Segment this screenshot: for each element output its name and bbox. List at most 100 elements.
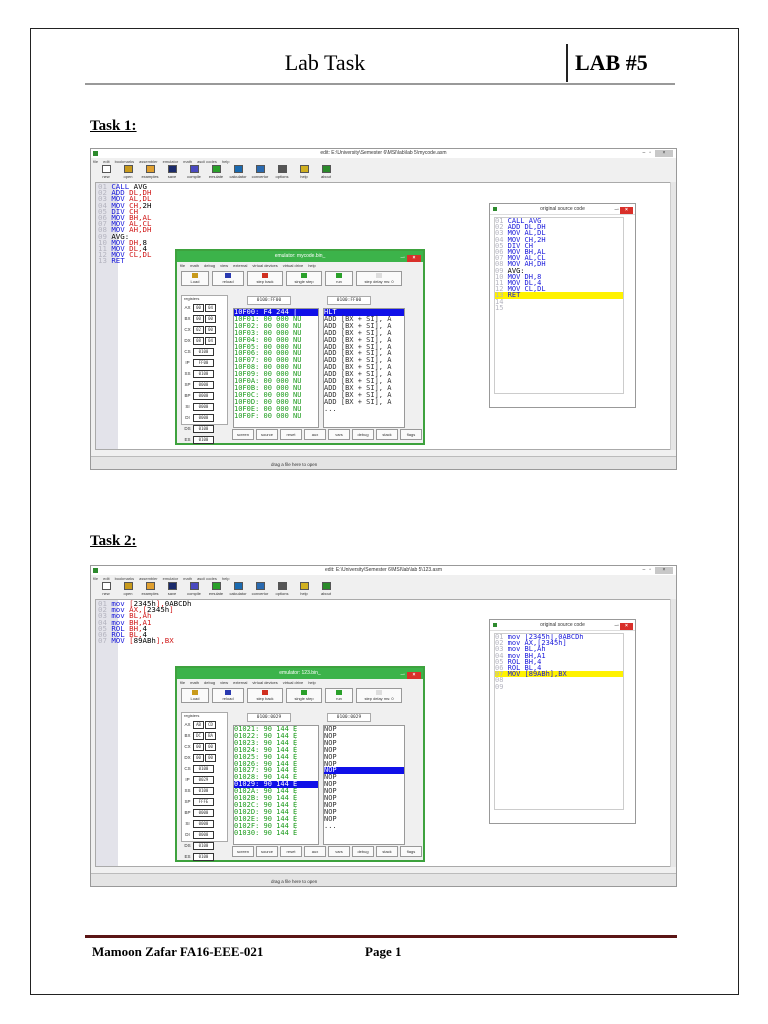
register-low[interactable]: BA [205,731,216,740]
disassembly-row[interactable]: NOP [324,800,337,809]
register-high[interactable]: 0000 [193,380,214,389]
register-high[interactable]: 0100 [193,424,214,433]
emulator-flags-button[interactable]: flags [400,429,422,440]
register-low[interactable]: 04 [205,303,216,312]
disassembly-row[interactable]: NOP [324,780,337,789]
disassembly-row[interactable]: ADD [BX + SI], A [324,370,392,379]
emulator-aux-button[interactable]: aux [304,846,326,857]
toolbar-compile-button[interactable]: compile [183,582,205,598]
emulator-menu-virtual-drive[interactable]: virtual drive [282,263,304,268]
minimize-button[interactable]: – [642,567,650,573]
toolbar-calculator-button[interactable]: calculator [227,165,249,181]
register-low[interactable]: 00 [205,325,216,334]
register-low[interactable]: 00 [205,753,216,762]
original-minimize-button[interactable]: – [614,623,618,629]
register-high[interactable]: 0029 [193,775,214,784]
original-close-button[interactable]: × [620,623,633,630]
toolbar-examples-button[interactable]: examples [139,582,161,598]
toolbar-examples-button[interactable]: examples [139,165,161,181]
memory-row[interactable]: 10F06: 00 000 NU [234,349,302,358]
emulator-close-button[interactable]: × [407,672,421,679]
maximize-button[interactable]: ▫ [649,567,655,573]
memory-row[interactable]: 10F05: 00 000 NU [234,342,302,351]
disassembly-row[interactable]: ADD [BX + SI], A [324,390,392,399]
register-high[interactable]: 0000 [193,402,214,411]
memory-row[interactable]: 10F00: F4 244 ⌠ [234,309,318,316]
emulator-stack-button[interactable]: stack [376,846,398,857]
memory-row[interactable]: 10F0C: 00 000 NU [234,390,302,399]
toolbar-new-button[interactable]: new [95,582,117,598]
emulator-debug-button[interactable]: debug [352,846,374,857]
menu-item-assembler[interactable]: assembler [139,159,158,164]
memory-row[interactable]: 10F02: 00 000 NU [234,321,302,330]
register-high[interactable]: 0000 [193,391,214,400]
disassembly-row[interactable]: NOP [324,814,337,823]
register-high[interactable]: 0100 [193,786,214,795]
disassembly-row[interactable]: NOP [324,787,337,796]
memory-row[interactable]: 01023: 90 144 É [234,738,298,747]
disassembly-row[interactable]: NOP [324,752,337,761]
emulator-load-button[interactable]: Load [181,271,209,286]
toolbar-options-button[interactable]: options [271,165,293,181]
disassembly-row[interactable]: NOP [324,725,337,733]
toolbar-help-button[interactable]: help [293,165,315,181]
emulator-single-step-button[interactable]: single step [286,688,322,703]
memory-row[interactable]: 10F0A: 00 000 NU [234,377,302,386]
emulator-maximize-button[interactable]: ▫ [403,672,405,678]
memory-row[interactable]: 01025: 90 144 É [234,752,298,761]
menu-item-emulator[interactable]: emulator [162,576,179,581]
emulator-source-button[interactable]: source [256,429,278,440]
memory-row[interactable]: 10F0B: 00 000 NU [234,383,302,392]
menu-item-edit[interactable]: edit [103,576,110,581]
emulator-menu-external[interactable]: external [233,263,248,268]
register-high[interactable]: AB [193,720,204,729]
disassembly-row[interactable]: NOP [324,738,337,747]
menu-item-math[interactable]: math [183,159,193,164]
register-high[interactable]: 0000 [193,830,214,839]
original-maximize-button[interactable]: ▫ [617,207,619,213]
register-high[interactable]: FF00 [193,358,214,367]
memory-row[interactable]: 01026: 90 144 É [234,759,298,768]
menu-item-math[interactable]: math [183,576,193,581]
emulator-step-delay-ms--button[interactable]: step delay ms: 0 [356,271,402,286]
menu-item-bookmarks[interactable]: bookmarks [114,576,135,581]
memory-row[interactable]: 10F08: 00 000 NU [234,363,302,372]
disassembly-row[interactable]: NOP [324,759,337,768]
disassembly-row[interactable]: ADD [BX + SI], A [324,328,392,337]
memory-row[interactable]: 10F0D: 00 000 NU [234,397,302,406]
register-high[interactable]: 00 [193,753,204,762]
register-high[interactable]: 0000 [193,413,214,422]
disassembly-row[interactable]: NOP [324,745,337,754]
emulator-debug-button[interactable]: debug [352,429,374,440]
toolbar-save-button[interactable]: save [161,165,183,181]
menu-item-bookmarks[interactable]: bookmarks [114,159,135,164]
register-high[interactable]: 0000 [193,819,214,828]
memory-row[interactable]: 01022: 90 144 É [234,731,298,740]
toolbar-convertor-button[interactable]: convertor [249,165,271,181]
memory-row[interactable]: 01021: 90 144 É [234,725,298,733]
toolbar-about-button[interactable]: about [315,165,337,181]
register-high[interactable]: 0100 [193,764,214,773]
disassembly-row[interactable]: ... [324,821,337,830]
memory-row[interactable]: 0102B: 90 144 É [234,794,298,803]
toolbar-about-button[interactable]: about [315,582,337,598]
memory-row[interactable]: 0102D: 90 144 É [234,807,298,816]
disassembly-row[interactable]: ADD [BX + SI], A [324,335,392,344]
emulator-menu-debug[interactable]: debug [204,263,216,268]
emulator-menu-debug[interactable]: debug [204,680,216,685]
memory-row[interactable]: 10F03: 00 000 NU [234,328,302,337]
emulator-menu-virtual-devices[interactable]: virtual devices [252,680,278,685]
original-close-button[interactable]: × [620,207,633,214]
emulator-menu-help[interactable]: help [308,680,316,685]
register-high[interactable]: 08 [193,336,204,345]
toolbar-options-button[interactable]: options [271,582,293,598]
emulator-stack-button[interactable]: stack [376,429,398,440]
emulator-close-button[interactable]: × [407,255,421,262]
vertical-scrollbar[interactable] [670,182,676,450]
register-high[interactable]: 0100 [193,852,214,861]
memory-row[interactable]: 10F09: 00 000 NU [234,370,302,379]
emulator-single-step-button[interactable]: single step [286,271,322,286]
